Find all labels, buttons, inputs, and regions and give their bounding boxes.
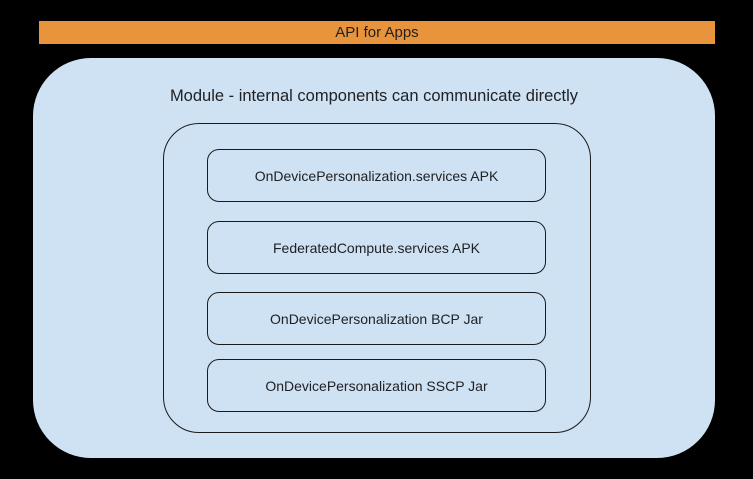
component-label: OnDevicePersonalization BCP Jar: [270, 310, 483, 327]
component-label: FederatedCompute.services APK: [273, 239, 480, 256]
api-for-apps-label: API for Apps: [335, 24, 419, 41]
component-label: OnDevicePersonalization.services APK: [254, 167, 499, 184]
module-title: Module - internal components can communi…: [169, 87, 579, 105]
component-box-federatedcompute-services-apk: FederatedCompute.services APK: [207, 221, 546, 274]
module-inner-group: OnDevicePersonalization.services APK Fed…: [163, 123, 591, 433]
component-box-ondevicepersonalization-services-apk: OnDevicePersonalization.services APK: [207, 149, 546, 202]
component-box-ondevicepersonalization-sscp-jar: OnDevicePersonalization SSCP Jar: [207, 359, 546, 412]
api-for-apps-banner: API for Apps: [39, 21, 715, 44]
module-container: Module - internal components can communi…: [33, 58, 715, 458]
component-label: OnDevicePersonalization SSCP Jar: [265, 377, 488, 394]
component-box-ondevicepersonalization-bcp-jar: OnDevicePersonalization BCP Jar: [207, 292, 546, 345]
